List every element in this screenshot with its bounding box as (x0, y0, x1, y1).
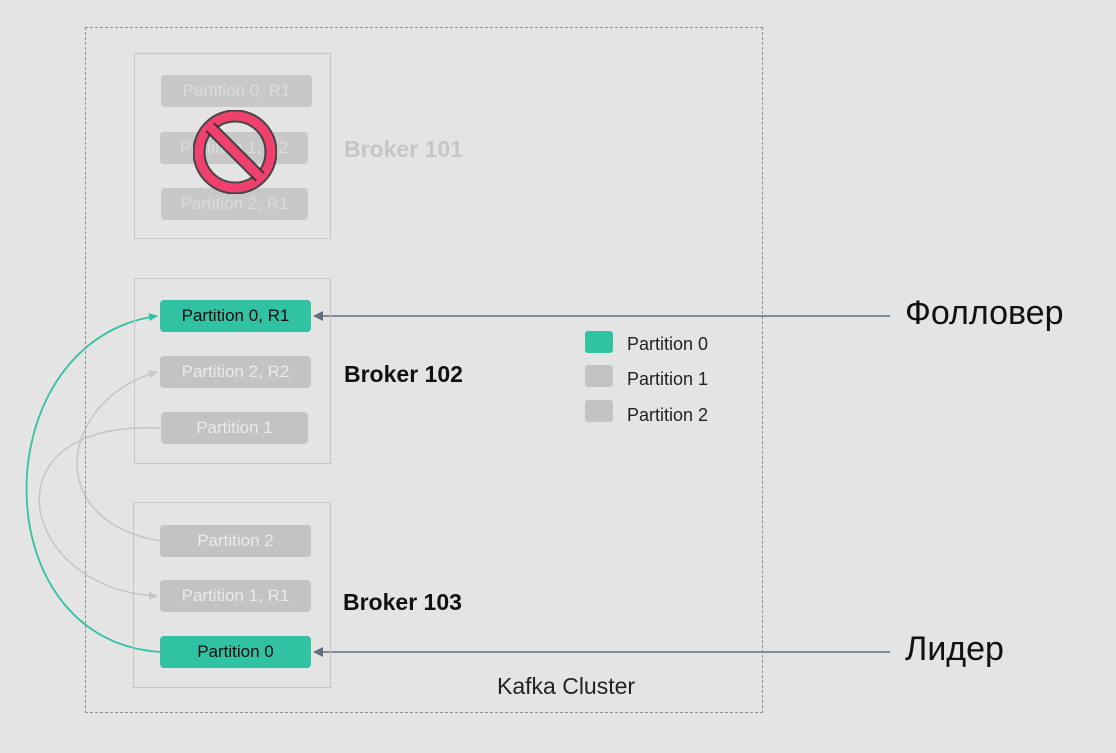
legend-swatch-partition-0 (585, 331, 613, 353)
replication-arrow-partition-0 (25, 313, 161, 653)
partition-box: Partition 0, R1 (160, 300, 311, 332)
prohibited-icon (193, 110, 277, 194)
partition-box: Partition 2, R2 (160, 356, 311, 388)
partition-box: Partition 2 (160, 525, 311, 557)
partition-box: Partition 1, R1 (160, 580, 311, 612)
kafka-cluster-boundary (85, 27, 763, 713)
leader-label: Лидер (905, 630, 1004, 668)
legend-label: Partition 0 (627, 334, 709, 354)
cluster-label: Kafka Cluster (497, 673, 636, 699)
legend-label: Partition 2 (627, 405, 709, 425)
broker-101-box (134, 53, 331, 239)
partition-box: Partition 0 (160, 636, 311, 668)
legend-swatch-partition-2 (585, 400, 613, 422)
broker-103-box (133, 502, 331, 688)
broker-102-box (134, 278, 331, 464)
partition-box: Partition 0, R1 (161, 75, 312, 107)
legend-label: Partition 1 (627, 369, 709, 389)
broker-name: Broker 101 (344, 136, 463, 162)
follower-label: Фолловер (905, 294, 1064, 332)
broker-name: Broker 102 (344, 361, 463, 387)
replication-arrow-partition-1 (38, 427, 161, 600)
partition-box: Partition 1 (161, 412, 308, 444)
replication-arrow-partition-2 (76, 370, 161, 542)
legend-swatch-partition-1 (585, 365, 613, 387)
broker-name: Broker 103 (343, 589, 462, 615)
